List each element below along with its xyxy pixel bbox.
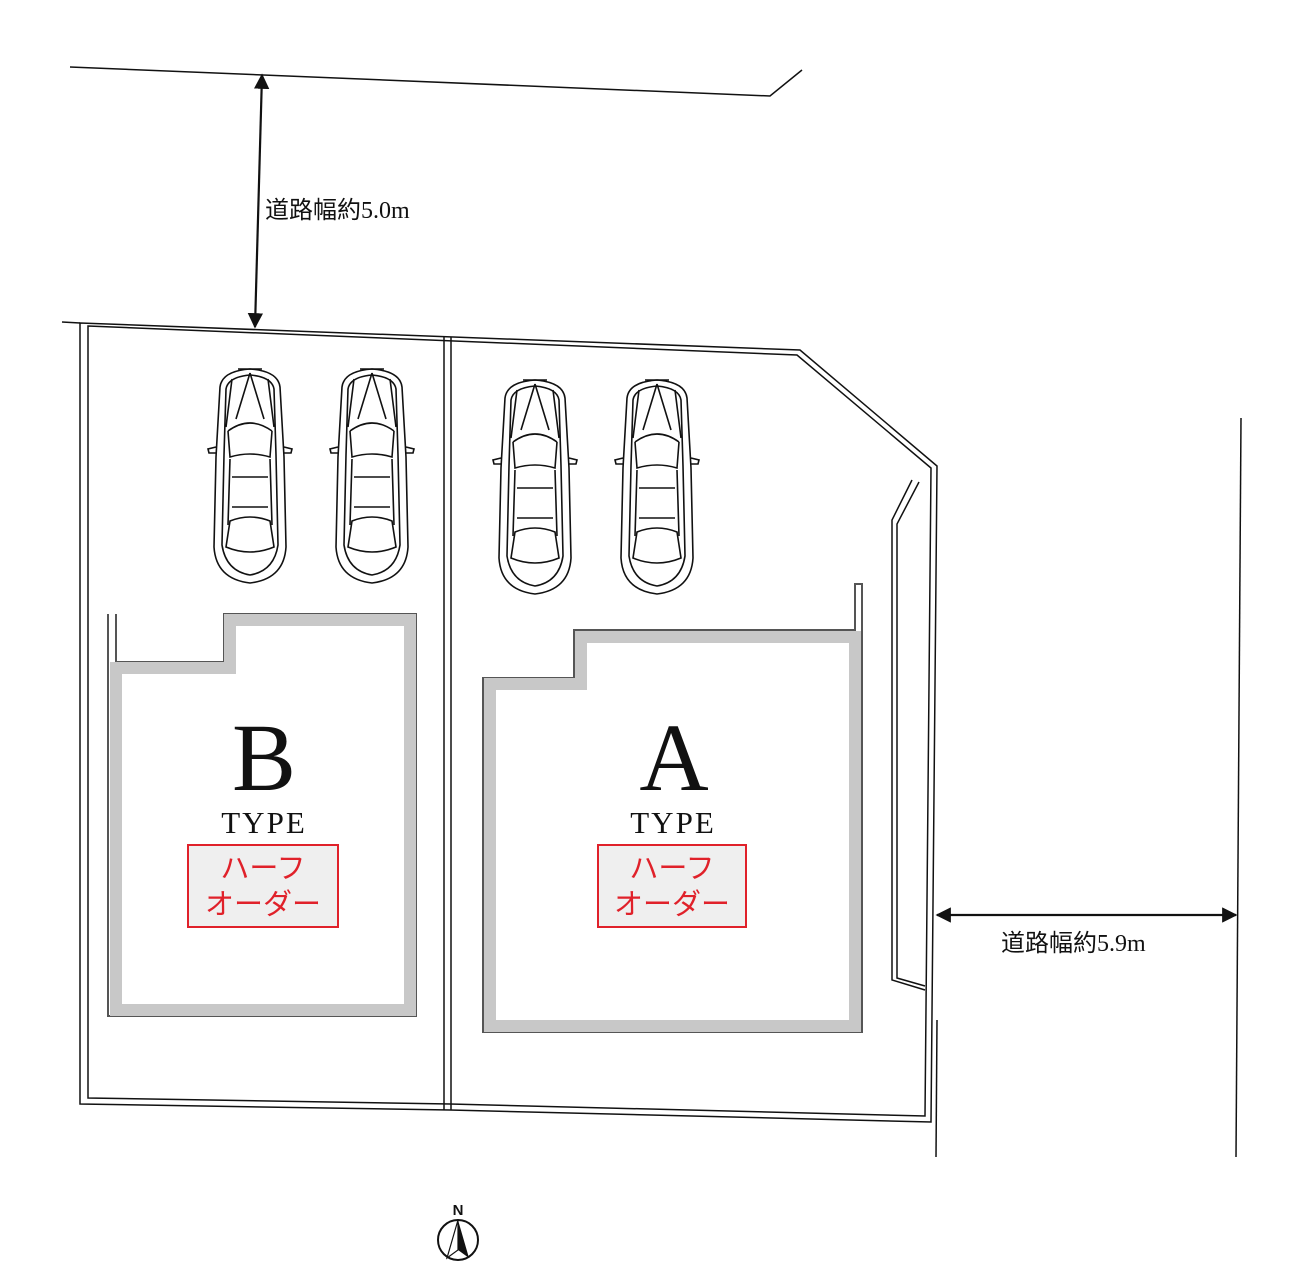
north-compass-icon: N (437, 1202, 479, 1261)
lot-a-type-label: TYPE (630, 805, 716, 840)
lot-a-half-order-badge: ハーフ オーダー (597, 844, 747, 928)
lot-a-letter: A (639, 704, 708, 811)
lot-a-badge-line-1: ハーフ (629, 853, 714, 885)
car-icon (492, 379, 578, 595)
lot-b-badge-line-2: オーダー (205, 888, 321, 921)
lot-a-badge-line-2: オーダー (614, 888, 730, 921)
north-road: 道路幅約5.0m (69, 66, 803, 329)
lot-b-house: B TYPE ハーフ オーダー (107, 613, 417, 1017)
car-icon (207, 368, 293, 584)
site-boundary (61, 321, 938, 1123)
car-icon (329, 368, 415, 584)
car-icon (614, 379, 700, 595)
lot-b-half-order-badge: ハーフ オーダー (187, 844, 339, 928)
lot-b-type-label: TYPE (221, 805, 307, 840)
lot-a-house: A TYPE ハーフ オーダー (482, 583, 863, 1033)
east-road: 道路幅約5.9m (935, 417, 1242, 1158)
compass-label: N (453, 1202, 464, 1219)
parking-area (207, 368, 700, 595)
lot-b-letter: B (232, 704, 296, 811)
lot-b-badge-line-1: ハーフ (220, 853, 305, 885)
east-road-width-label: 道路幅約5.9m (1001, 930, 1146, 957)
north-road-width-label: 道路幅約5.0m (265, 197, 410, 224)
north-road-width-arrow (247, 73, 270, 329)
